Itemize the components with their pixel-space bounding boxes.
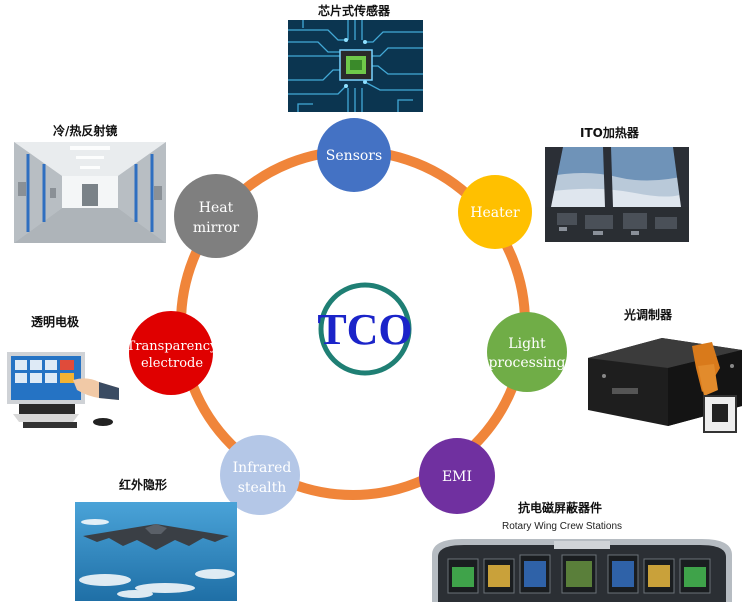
node-transparency-label-line2: electrode — [141, 356, 203, 371]
caption-chip-sensor: 芯片式传感器 — [318, 4, 391, 18]
node-heater-label: Heater — [470, 205, 520, 221]
center-label: TCO — [317, 305, 412, 354]
node-light-label-line2: processing — [488, 355, 565, 371]
node-light: Light processing — [487, 312, 567, 392]
node-emi: EMI — [419, 438, 495, 514]
caption-emi-shield: 抗电磁屏蔽器件 — [518, 501, 603, 515]
stealth-bomber-image — [75, 502, 237, 601]
caption-ito-heater: ITO加热器 — [580, 126, 639, 140]
node-transparency-circle — [129, 311, 213, 395]
node-sensors-label: Sensors — [326, 148, 382, 164]
node-light-label-line1: Light — [508, 336, 546, 352]
emi-panel-title: Rotary Wing Crew Stations — [502, 521, 622, 532]
heat-mirror-image — [14, 142, 166, 243]
node-light-circle — [487, 312, 567, 392]
node-infrared-circle — [220, 435, 300, 515]
ito-heater-image — [545, 147, 689, 242]
node-transparency: Transparency electrode — [127, 311, 218, 395]
node-emi-label: EMI — [442, 469, 472, 485]
node-heatmirror-label-line1: Heat — [199, 200, 234, 216]
node-emi-circle — [419, 438, 495, 514]
node-heatmirror: Heat mirror — [174, 174, 258, 258]
node-heater: Heater — [458, 175, 532, 249]
node-heatmirror-label-line2: mirror — [193, 220, 240, 236]
caption-light-modulator: 光调制器 — [624, 308, 673, 322]
caption-transparent-electrode: 透明电极 — [31, 315, 80, 329]
light-modulator-image — [582, 328, 748, 438]
node-sensors: Sensors — [317, 118, 391, 192]
emi-cockpit-image: Rotary Wing Crew Stations — [412, 517, 752, 602]
caption-heat-mirror: 冷/热反射镜 — [53, 124, 118, 138]
caption-ir-stealth: 红外隐形 — [119, 478, 168, 492]
node-heatmirror-circle — [174, 174, 258, 258]
node-sensors-circle — [317, 118, 391, 192]
transparent-electrode-image — [3, 346, 121, 432]
node-infrared-label-line2: stealth — [238, 480, 287, 496]
node-infrared: Infrared stealth — [220, 435, 300, 515]
node-transparency-label-line1: Transparency — [127, 339, 218, 354]
node-heater-circle — [458, 175, 532, 249]
center-circle — [318, 282, 412, 376]
chip-sensor-image — [288, 20, 423, 112]
node-infrared-label-line1: Infrared — [233, 460, 292, 476]
